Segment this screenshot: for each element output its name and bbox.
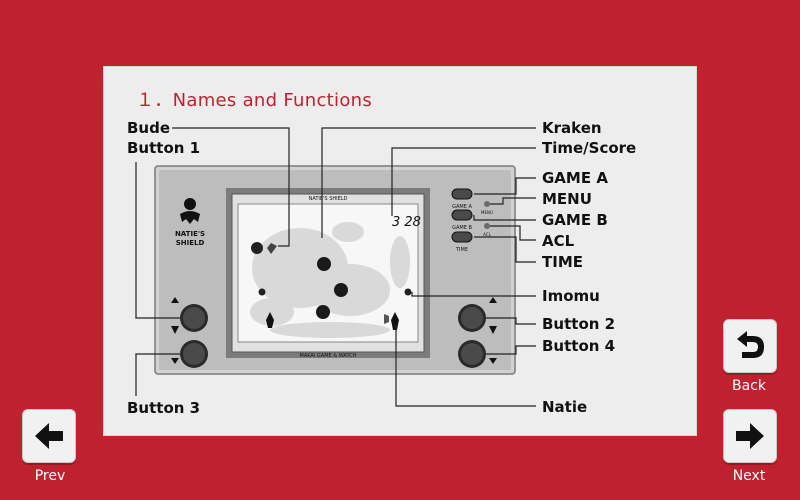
back-button[interactable] [723,319,777,373]
device-bottom-text: MAKAI GAME & WATCH [300,353,357,359]
return-arrow-icon [737,331,764,358]
callout-button-2: Button 2 [542,315,616,333]
down-arrow-icon [489,358,497,364]
callout-game-a: GAME A [542,169,608,187]
bude-sprite [251,242,277,254]
menu-dot [484,201,490,207]
panel-label-time: TIME [455,247,468,253]
button-3-graphic [180,340,208,368]
callout-kraken: Kraken [542,119,602,137]
arrow-left-icon [35,423,63,449]
natie-left-sprite [266,312,274,328]
natie-sprite [384,312,399,330]
callout-acl: ACL [542,232,575,250]
leader-lines [135,127,536,407]
callout-button-3: Button 3 [127,399,201,417]
natie-symbol-icon [171,326,179,334]
callout-bude: Bude [127,119,171,137]
game-a-pill [451,188,473,200]
callout-time: TIME [542,253,583,271]
score-display: 3 28 [392,215,421,230]
device-logo-line2: SHIELD [176,239,205,247]
up-arrow-icon [171,297,179,303]
up-arrow-icon [489,297,497,303]
next-label: Next [732,468,766,484]
section-title: １．Names and Functions [136,90,373,111]
kraken-sprites [316,257,348,319]
imomu-sprites [258,288,412,296]
callout-natie: Natie [542,398,588,416]
natie-symbol-icon [489,326,497,334]
next-button[interactable] [723,409,777,463]
game-b-pill [451,209,473,221]
device-logo-icon [180,198,200,224]
screen-title: NATIE'S SHIELD [309,196,348,202]
acl-dot [484,223,490,229]
device-logo-line1: NATIE'S [175,230,205,238]
panel-label-menu: MENU [481,210,493,215]
callout-button-1: Button 1 [127,139,201,157]
panel-label-game-a: GAME A [452,204,472,210]
panel-label-acl: ACL [483,232,491,237]
callout-time-score: Time/Score [542,139,637,157]
panel-label-game-b: GAME B [452,225,472,231]
time-pill [451,231,473,243]
down-arrow-icon [171,358,179,364]
callout-imomu: Imomu [542,287,600,305]
prev-label: Prev [34,468,66,484]
callout-menu: MENU [542,190,592,208]
screen-background-art [250,222,410,338]
arrow-right-icon [736,423,764,449]
callout-button-4: Button 4 [542,337,616,355]
button-4-graphic [458,340,486,368]
prev-button[interactable] [22,409,76,463]
button-2-graphic [458,304,486,332]
button-1-graphic [180,304,208,332]
back-label: Back [732,378,766,394]
callout-game-b: GAME B [542,211,608,229]
